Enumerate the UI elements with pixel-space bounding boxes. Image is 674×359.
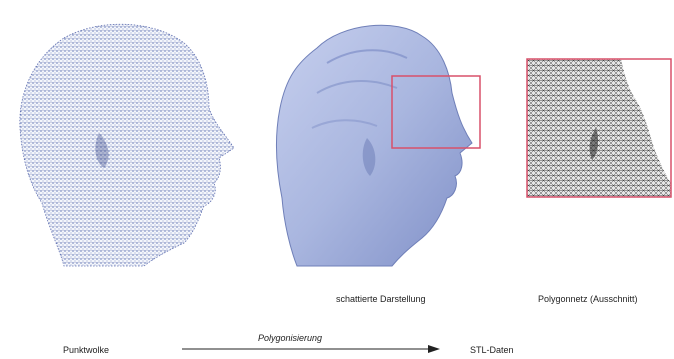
point-cloud-head — [4, 18, 254, 268]
mesh-panel — [526, 58, 672, 198]
process-arrow — [180, 343, 444, 355]
polygon-mesh-detail — [526, 58, 672, 198]
caption-stl: STL-Daten — [470, 345, 514, 355]
caption-shaded: schattierte Darstellung — [336, 294, 426, 304]
caption-mesh: Polygonnetz (Ausschnitt) — [538, 294, 638, 304]
shaded-head — [272, 18, 487, 268]
shaded-panel — [272, 18, 487, 268]
point-cloud-panel — [4, 18, 254, 268]
caption-point-cloud: Punktwolke — [63, 345, 109, 355]
caption-process: Polygonisierung — [258, 333, 322, 343]
